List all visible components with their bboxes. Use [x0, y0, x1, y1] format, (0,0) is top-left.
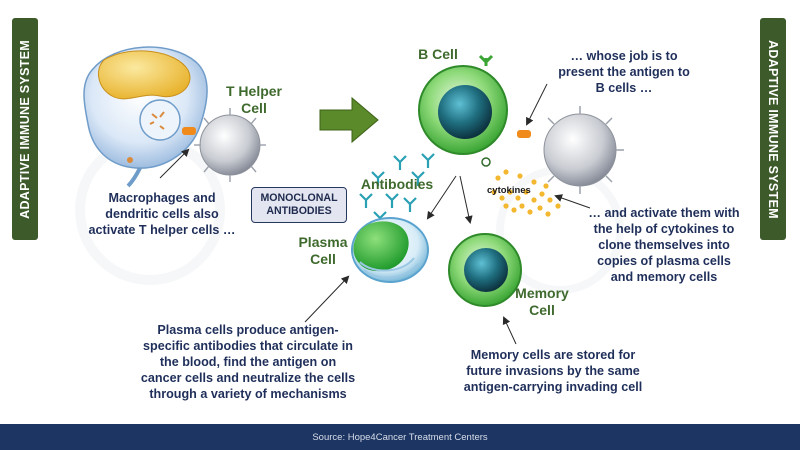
monoclonal-antibodies-box: MONOCLONAL ANTIBODIES — [251, 187, 347, 223]
memory-cell-label: Memory Cell — [515, 285, 569, 318]
antibodies-label: Antibodies — [360, 176, 434, 192]
activation-arrow-icon — [319, 96, 379, 144]
footer-bar: Source: Hope4Cancer Treatment Centers — [0, 424, 800, 450]
pointer-lines — [159, 83, 591, 345]
antigen-fragment-icon-2 — [517, 130, 531, 138]
t-helper-cell-2 — [543, 106, 624, 194]
antigen-fragment-icon — [182, 127, 196, 135]
caption-memory-cells: Memory cells are stored for future invas… — [463, 348, 643, 394]
caption-plasma-cells: Plasma cells produce antigen- specific a… — [140, 323, 356, 401]
side-bar-right-text: ADAPTIVE IMMUNE SYSTEM — [766, 39, 780, 219]
t-helper-cell-label: T Helper Cell — [225, 83, 282, 116]
b-cell — [418, 54, 508, 167]
side-bar-left-text: ADAPTIVE IMMUNE SYSTEM — [18, 39, 32, 219]
caption-present-antigen: … whose job is to present the antigen to… — [558, 49, 690, 95]
caption-macrophages: Macrophages and dendritic cells also act… — [88, 191, 236, 237]
plasma-cell-label: Plasma Cell — [298, 234, 348, 267]
memory-cell — [448, 233, 522, 307]
footer-source: Source: Hope4Cancer Treatment Centers — [312, 431, 488, 443]
plasma-cell — [351, 217, 429, 283]
b-cell-label: B Cell — [418, 46, 458, 62]
cytokines-label: cytokines — [487, 185, 531, 196]
side-bar-right: ADAPTIVE IMMUNE SYSTEM — [760, 18, 786, 240]
caption-activate-them: … and activate them with the help of cyt… — [588, 206, 740, 284]
cytokine-cloud — [491, 169, 561, 217]
macrophage-cell — [83, 46, 208, 188]
t-helper-cell — [194, 108, 266, 182]
side-bar-left: ADAPTIVE IMMUNE SYSTEM — [12, 18, 38, 240]
antibodies-icon — [359, 153, 435, 226]
